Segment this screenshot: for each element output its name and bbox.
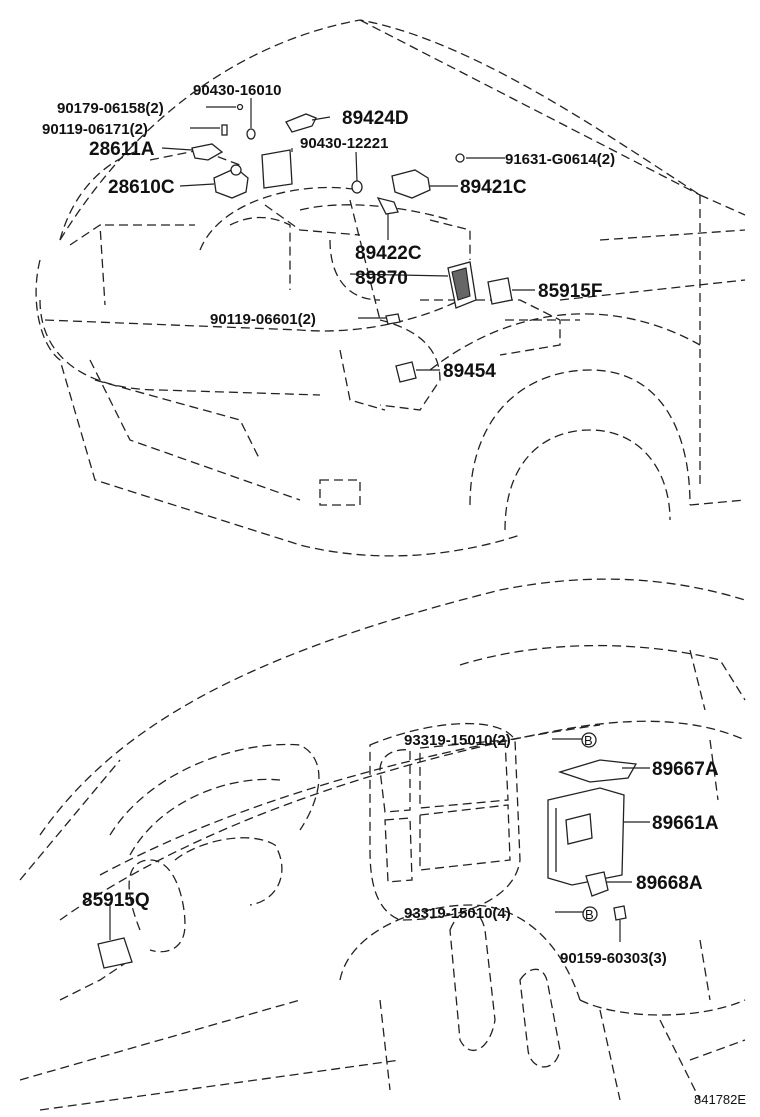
label-90159-60303: 90159-60303(3) [560, 950, 667, 967]
label-90119-06601: 90119-06601(2) [210, 311, 316, 328]
label-90430-16010: 90430-16010 [193, 82, 281, 99]
bolt-91631 [455, 153, 465, 163]
relay-box [261, 149, 293, 189]
bracket-89667a [557, 759, 638, 783]
sensor-89424d [285, 113, 317, 133]
sensor-89421c [391, 169, 431, 199]
sensor-89422c [376, 197, 399, 215]
sensor-89454 [395, 361, 417, 383]
svg-text:B: B [584, 733, 593, 748]
vehicle-front-outline [35, 19, 746, 557]
cabin-parts: B B [97, 732, 638, 969]
label-89454: 89454 [443, 361, 496, 382]
label-85915f: 85915F [538, 281, 602, 302]
cabin-labels: 93319-15010(2) 89667A 89661A 85915Q 8966… [82, 732, 719, 967]
label-93319-15010-4: 93319-15010(4) [404, 905, 511, 922]
label-89667a: 89667A [652, 759, 719, 780]
clip-93319-top [581, 732, 597, 748]
washer-90430-12221 [351, 180, 363, 194]
label-89870: 89870 [355, 268, 408, 289]
svg-text:B: B [585, 907, 594, 922]
label-89661a: 89661A [652, 813, 719, 834]
label-90119-06171: 90119-06171(2) [42, 121, 148, 138]
reference-code: 841782E [694, 1092, 746, 1107]
engine-bay-labels: 90430-16010 90179-06158(2) 90119-06171(2… [42, 82, 615, 382]
bracket-28611a [191, 143, 224, 161]
label-89668a: 89668A [636, 873, 703, 894]
label-85915q: 85915Q [82, 890, 150, 911]
clip-93319-bottom [582, 906, 598, 922]
screw-90159 [613, 905, 627, 921]
label-89424d: 89424D [342, 108, 409, 129]
engine-bay-leaders [161, 98, 535, 371]
bracket-89668a [585, 871, 609, 897]
bolt-90119-06601 [385, 313, 401, 325]
actuator-knob [230, 164, 242, 176]
washer-90430-16010 [246, 128, 256, 140]
ecu-89661a [547, 787, 625, 886]
label-90430-12221: 90430-12221 [300, 135, 388, 152]
bolt-90119 [221, 124, 228, 136]
cabin-leaders [109, 738, 650, 942]
label-93319-15010-2: 93319-15010(2) [404, 732, 511, 749]
engine-bay-parts [191, 103, 513, 383]
bolt-90179 [236, 103, 244, 111]
label-28610c: 28610C [108, 177, 175, 198]
label-91631-g0614: 91631-G0614(2) [505, 151, 615, 168]
label-89421c: 89421C [460, 177, 527, 198]
label-28611a: 28611A [89, 139, 155, 160]
relay-85915f [487, 277, 513, 305]
relay-85915q [97, 937, 133, 969]
label-90179-06158: 90179-06158(2) [57, 100, 164, 117]
label-89422c: 89422C [355, 243, 422, 264]
cabin-outline [19, 578, 746, 1111]
